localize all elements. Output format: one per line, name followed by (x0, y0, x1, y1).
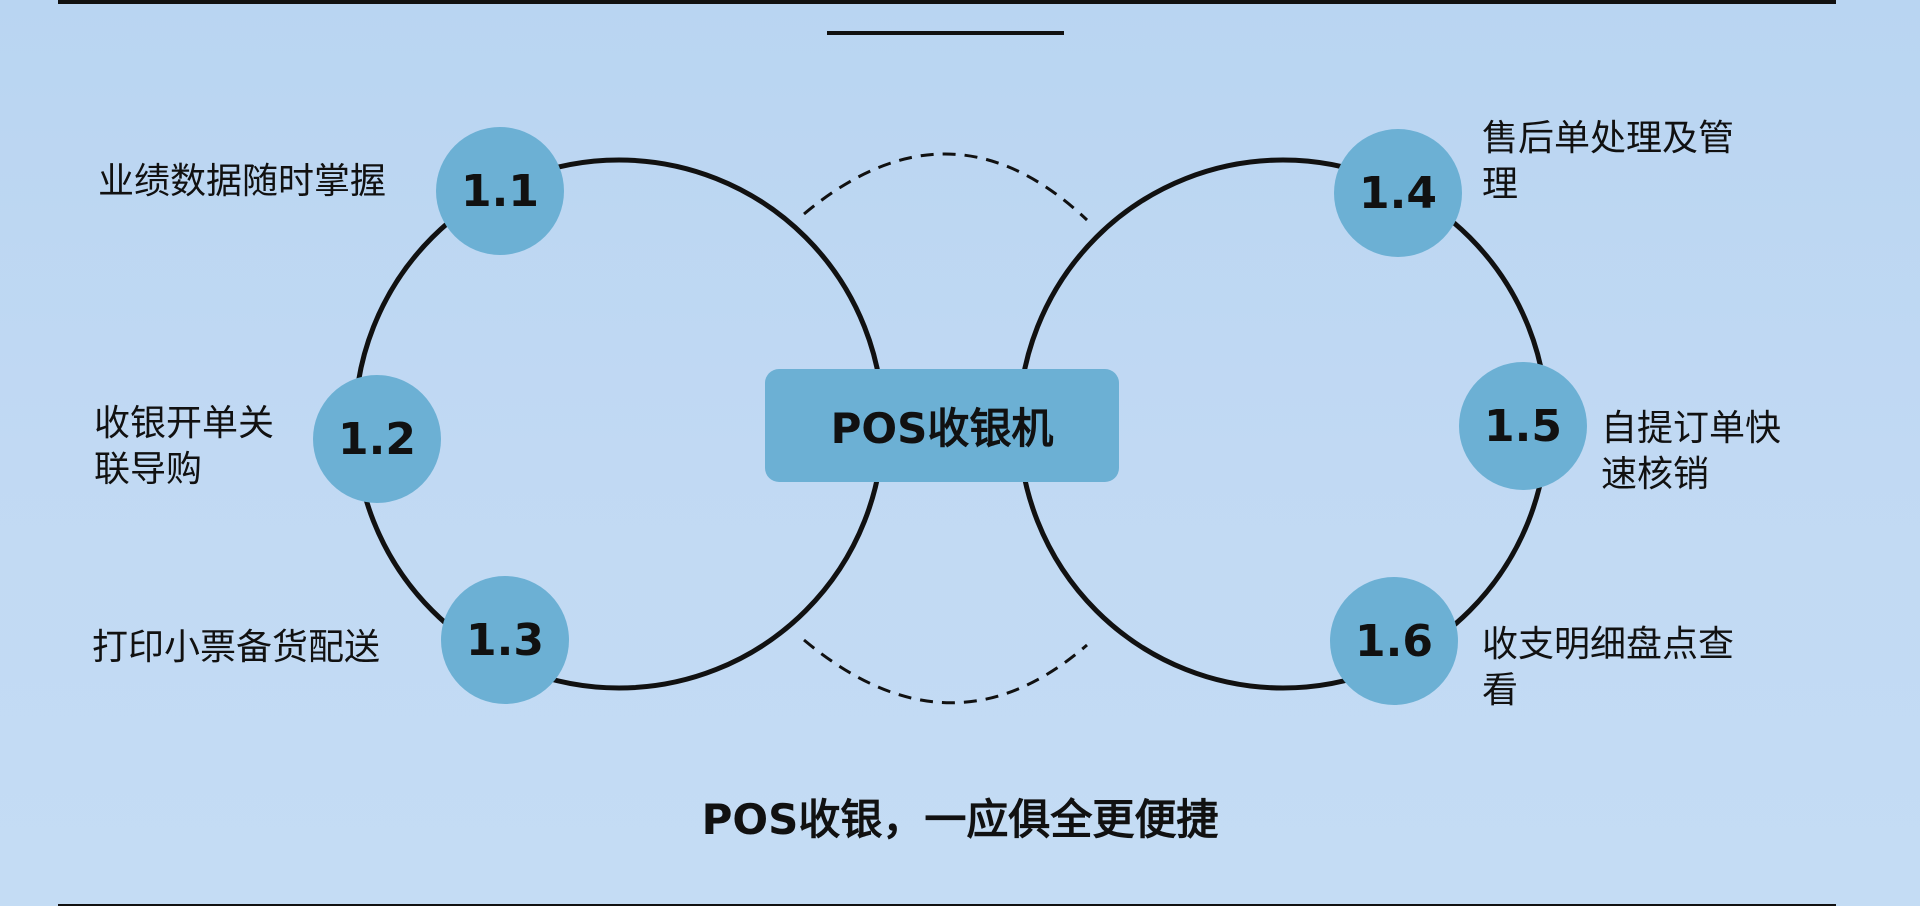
node-1-1-label: 业绩数据随时掌握 (98, 161, 387, 202)
node-1-1: 1.1 (436, 127, 564, 255)
node-1-4: 1.4 (1334, 129, 1462, 257)
title-underline (827, 31, 1064, 35)
bottom-rule (58, 904, 1836, 906)
node-1-6: 1.6 (1330, 577, 1458, 705)
bottom-dashed-arc (803, 638, 1088, 705)
node-1-5-label: 自提订单快 速核销 (1601, 408, 1782, 495)
top-dashed-arc (803, 152, 1089, 222)
footer-text: POS收银，一应俱全更便捷 (701, 795, 1219, 844)
node-1-5: 1.5 (1459, 362, 1587, 490)
node-1-3: 1.3 (441, 576, 569, 704)
node-1-2: 1.2 (313, 375, 441, 503)
top-rule (58, 0, 1836, 4)
node-1-6-label: 收支明细盘点查 看 (1482, 624, 1735, 711)
node-1-3-label: 打印小票备货配送 (92, 627, 381, 668)
node-1-2-label: 收银开单关 联导购 (94, 403, 275, 490)
center-box: POS收银机 (765, 369, 1119, 482)
node-1-4-label: 售后单处理及管 理 (1482, 118, 1735, 205)
